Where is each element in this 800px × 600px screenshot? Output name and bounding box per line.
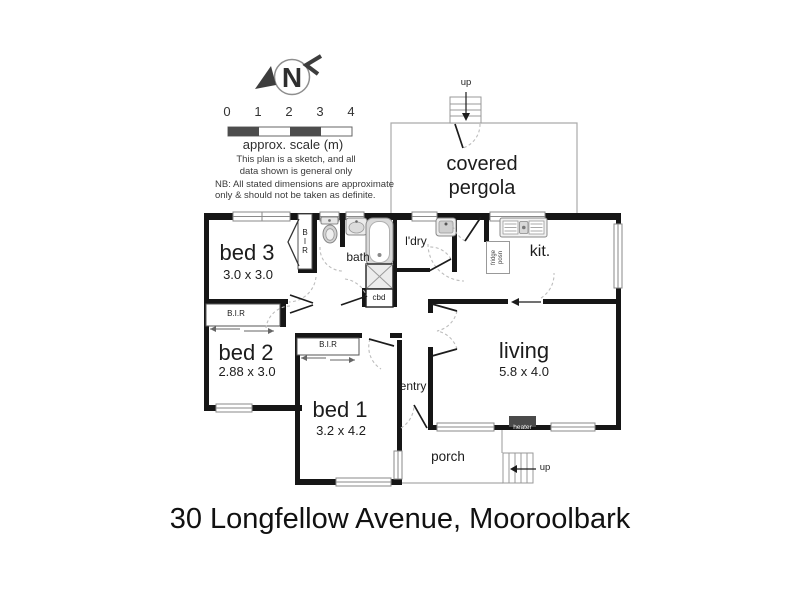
bed2-label: bed 2: [218, 340, 274, 365]
compass-north-letter: N: [281, 62, 303, 93]
cupboard-label: cbd: [372, 293, 386, 302]
kitchen-label: kit.: [529, 243, 551, 260]
bath-label: bath: [346, 250, 370, 264]
pergola-stairs-up-label: up: [460, 77, 472, 88]
bed2-dimensions: 2.88 x 3.0: [218, 364, 276, 379]
nb-disclaimer: NB: All stated dimensions are approximat…: [215, 179, 395, 201]
bed1-dimensions: 3.2 x 4.2: [316, 423, 366, 438]
bir-bed1-unit: [296, 337, 360, 363]
scale-caption: approx. scale (m): [242, 137, 344, 152]
sketch-disclaimer: This plan is a sketch, and all data show…: [236, 154, 356, 177]
porch-stairs-up-label: up: [539, 462, 551, 473]
bed1-bir-label: B.I.R: [319, 340, 337, 349]
pergola-label: covered pergola: [446, 153, 518, 199]
porch-stairs-icon: [502, 452, 536, 484]
laundry-tub-icon: [435, 217, 457, 237]
property-address: 30 Longfellow Avenue, Mooroolbark: [169, 503, 631, 535]
cupboard-box: [365, 288, 394, 308]
kitchen-sink-icon: [499, 217, 548, 238]
bed3-bir-label: B I R: [302, 228, 308, 255]
shower-icon: [365, 263, 394, 290]
bir-bed2-unit: [205, 303, 281, 334]
fridge-label: fridge posn: [491, 249, 504, 266]
living-label: living: [498, 338, 550, 363]
toilet-icon: [320, 216, 339, 244]
scale-tick-4: 4: [347, 104, 355, 119]
bed3-label: bed 3: [219, 240, 275, 265]
bathtub-icon: [365, 217, 394, 267]
fridge-space: fridge posn: [486, 241, 510, 274]
north-arrow-icon: [255, 54, 323, 96]
bed2-bir-label: B.I.R: [227, 309, 245, 318]
living-dimensions: 5.8 x 4.0: [499, 364, 549, 379]
opening-direction-arrow: [511, 298, 541, 306]
scale-tick-2: 2: [285, 104, 293, 119]
door-leaves: [289, 123, 482, 429]
pergola-outline: [390, 122, 578, 213]
porch-outline: [402, 430, 503, 484]
scale-bar: [227, 126, 353, 137]
entry-label: entry: [399, 379, 427, 393]
heater-label: heater: [513, 424, 532, 431]
door-swing-arcs: [265, 123, 555, 429]
bed3-dimensions: 3.0 x 3.0: [223, 267, 273, 282]
porch-label: porch: [431, 449, 465, 464]
bed1-label: bed 1: [312, 397, 368, 422]
laundry-label: l'dry: [405, 234, 427, 248]
scale-tick-3: 3: [316, 104, 324, 119]
pergola-stairs-icon: [449, 92, 482, 124]
scale-tick-1: 1: [254, 104, 262, 119]
basin-icon: [345, 217, 368, 236]
bir-bed3-unit: [287, 213, 313, 270]
heater-unit: heater: [509, 416, 536, 431]
windows: [215, 211, 623, 487]
scale-tick-0: 0: [223, 104, 231, 119]
